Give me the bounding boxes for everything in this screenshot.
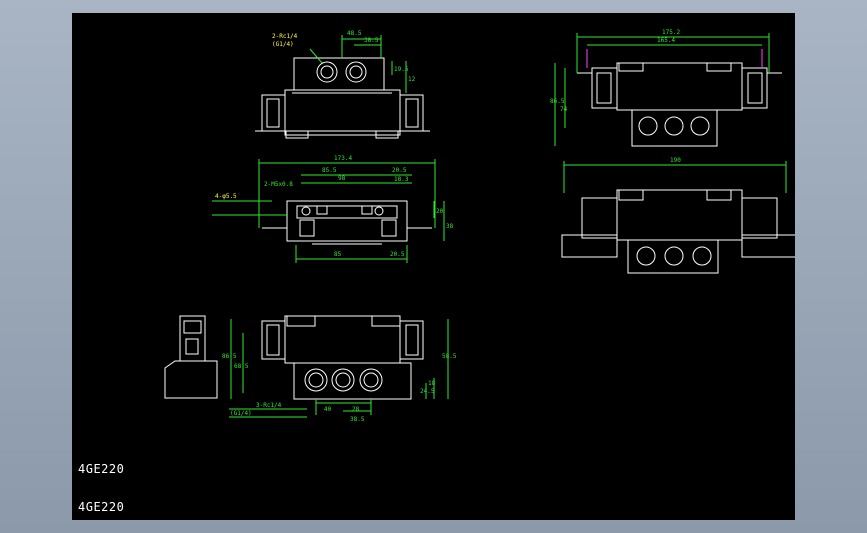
right-bottom-solenoid-right — [741, 197, 778, 239]
top-dim-inner: 38.5 — [364, 37, 379, 44]
top-port-circle-1 — [316, 61, 338, 83]
top-dim-height-small: 19.5 — [394, 66, 409, 73]
bottom-left-dim-2: 68.5 — [234, 363, 249, 370]
model-label-2: 4GE220 — [78, 500, 125, 514]
bottom-right-dim-1: 58.5 — [442, 353, 457, 360]
top-dim-height-right: 12 — [408, 76, 416, 83]
right-bottom-dim-total: 190 — [670, 157, 681, 164]
top-valve-body — [284, 89, 401, 136]
bottom-right-dim-2: 18 — [428, 380, 436, 387]
bottom-port-2 — [331, 368, 355, 392]
bottom-valve-body — [284, 315, 401, 364]
bottom-port-block — [293, 362, 412, 400]
right-top-dim-total: 175.2 — [662, 29, 680, 36]
middle-dim-b: 98 — [338, 175, 346, 182]
middle-dim-d: 18.3 — [394, 176, 409, 183]
bottom-dim-3: 38.5 — [350, 416, 365, 423]
bottom-dim-2: 28 — [352, 406, 360, 413]
bottom-view — [261, 315, 424, 400]
right-top-left-dim-2: 74 — [560, 106, 568, 113]
middle-dim-total: 173.4 — [334, 155, 352, 162]
top-dim-width: 48.5 — [347, 30, 362, 37]
right-bottom-port-block — [627, 239, 719, 274]
middle-right-dim-1: 20 — [436, 208, 444, 215]
cad-canvas: 2-Rc1/4 (G1/4) 48.5 38.5 19.5 12 173.4 8… — [72, 13, 795, 520]
middle-right-dim-2: 38 — [446, 223, 454, 230]
middle-dim-a: 85.5 — [322, 167, 337, 174]
right-bottom-view — [561, 189, 795, 274]
right-top-solenoid-right — [741, 67, 768, 109]
middle-bottom-dim-1: 85 — [334, 251, 342, 258]
middle-view — [262, 200, 432, 245]
top-port-circle-2 — [345, 61, 367, 83]
middle-dim-c: 20.5 — [392, 167, 407, 174]
cad-drawing: 2-Rc1/4 (G1/4) 48.5 38.5 19.5 12 173.4 8… — [164, 29, 795, 423]
bottom-port-note-2: (G1/4) — [230, 410, 252, 417]
right-top-valve-body — [616, 62, 743, 111]
top-view — [255, 57, 430, 139]
middle-valve-body — [286, 200, 408, 242]
right-top-solenoid-left — [591, 67, 618, 109]
model-label-1: 4GE220 — [78, 462, 125, 476]
middle-bottom-dim-2: 20.5 — [390, 251, 405, 258]
right-top-view — [577, 62, 782, 147]
side-base — [164, 360, 218, 399]
top-port-block — [293, 57, 385, 91]
bottom-port-note-1: 3-Rc1/4 — [256, 402, 282, 409]
middle-port-note: 2-M5x0.8 — [264, 181, 293, 188]
bottom-dim-1: 40 — [324, 406, 332, 413]
right-top-left-dim-1: 86.5 — [550, 98, 565, 105]
middle-left-note: 4-φ5.5 — [215, 193, 237, 200]
right-bottom-valve-body — [616, 189, 743, 241]
bottom-port-3 — [359, 368, 383, 392]
bottom-solenoid-right — [399, 320, 424, 360]
bottom-left-dim-1: 86.5 — [222, 353, 237, 360]
right-top-port-block — [631, 109, 718, 147]
top-solenoid-right — [399, 94, 424, 132]
bottom-port-1 — [304, 368, 328, 392]
bottom-solenoid-left — [261, 320, 286, 360]
right-bottom-solenoid-left — [581, 197, 618, 239]
top-solenoid-left — [261, 94, 286, 132]
side-view — [164, 315, 218, 399]
top-port-note-1: 2-Rc1/4 — [272, 33, 298, 40]
top-port-note-2: (G1/4) — [272, 41, 294, 48]
right-top-dim-sub: 165.4 — [657, 37, 675, 44]
bottom-right-dim-3: 24.5 — [420, 388, 435, 395]
